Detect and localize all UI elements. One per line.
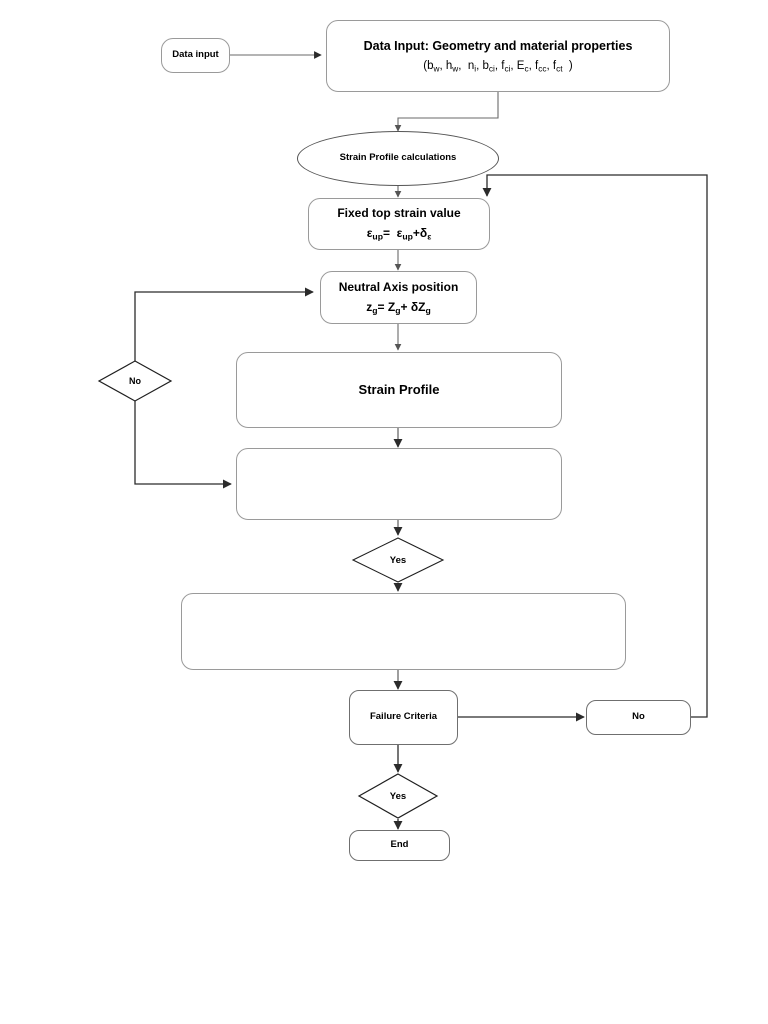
node-strain-profile-label: Strain Profile xyxy=(358,381,440,397)
node-failure-criteria-label: Failure Criteria xyxy=(369,711,438,723)
edge-nobox-loopback-to-fixedstrain xyxy=(482,174,708,718)
node-decision-no-left-label: No xyxy=(129,376,141,386)
decision-yes-mid-shape xyxy=(351,537,445,583)
node-empty-box-2-label xyxy=(398,630,410,634)
node-decision-yes-bottom-label: Yes xyxy=(389,790,407,802)
node-no-box-right[interactable]: No xyxy=(586,700,691,735)
edge-nodiamond-up-to-neutralaxis xyxy=(134,287,314,363)
node-fixed-top-strain-line1: Fixed top strain value xyxy=(337,206,461,221)
node-strain-profile-calculations[interactable]: Strain Profile calculations xyxy=(297,131,499,186)
node-data-input-start[interactable]: Data input xyxy=(161,38,230,73)
node-decision-yes-bottom[interactable]: Yes xyxy=(357,773,439,819)
node-fixed-top-strain-formula: εup= εup+δε xyxy=(366,226,432,242)
node-fixed-top-strain[interactable]: Fixed top strain value εup= εup+δε xyxy=(308,198,490,250)
node-neutral-axis-line1: Neutral Axis position xyxy=(338,279,459,294)
node-data-input-main-line1: Data Input: Geometry and material proper… xyxy=(363,39,633,54)
decision-no-left-shape xyxy=(97,360,173,402)
node-empty-box-1-label xyxy=(393,482,405,486)
node-failure-criteria[interactable]: Failure Criteria xyxy=(349,690,458,745)
node-empty-box-2[interactable] xyxy=(181,593,626,670)
node-data-input-main-variables: (bw, hw, ni, bci, fci, Ec, fcc, fct ) xyxy=(423,59,573,73)
decision-yes-bottom-shape xyxy=(357,773,439,819)
edge-nodiamond-down-to-emptybox1 xyxy=(134,400,232,489)
node-decision-no-left[interactable]: No xyxy=(97,360,173,402)
node-strain-profile-calculations-label: Strain Profile calculations xyxy=(339,152,457,164)
node-decision-yes-mid[interactable]: Yes xyxy=(351,537,445,583)
node-end[interactable]: End xyxy=(349,830,450,861)
node-data-input-start-label: Data input xyxy=(172,49,219,61)
node-neutral-axis-formula: zg= Zg+ δZg xyxy=(366,299,431,315)
node-decision-yes-mid-label: Yes xyxy=(389,554,407,566)
node-end-label: End xyxy=(390,839,409,851)
node-data-input-main[interactable]: Data Input: Geometry and material proper… xyxy=(326,20,670,92)
node-empty-box-1[interactable] xyxy=(236,448,562,520)
edge-main-to-ellipse xyxy=(394,92,499,132)
node-strain-profile[interactable]: Strain Profile xyxy=(236,352,562,428)
node-no-box-right-label: No xyxy=(632,711,645,723)
node-neutral-axis[interactable]: Neutral Axis position zg= Zg+ δZg xyxy=(320,271,477,324)
